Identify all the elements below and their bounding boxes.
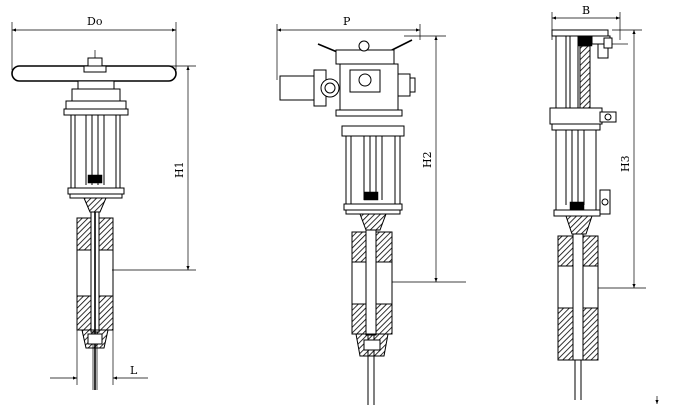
label-do: Do: [87, 15, 103, 28]
pneumatic-cylinder-icon[interactable]: [549, 29, 628, 217]
pneumatic-valve: B: [549, 4, 659, 404]
label-p: P: [343, 15, 351, 28]
label-h2: H2: [421, 151, 434, 168]
handwheel-icon[interactable]: [11, 50, 177, 82]
handwheel-valve: Do: [11, 15, 196, 390]
label-h3: H3: [619, 155, 632, 172]
label-h1: H1: [173, 161, 186, 178]
label-l: L: [130, 364, 138, 377]
label-b: B: [582, 4, 590, 17]
electric-valve: P: [276, 15, 466, 405]
electric-actuator-icon[interactable]: [279, 39, 416, 117]
